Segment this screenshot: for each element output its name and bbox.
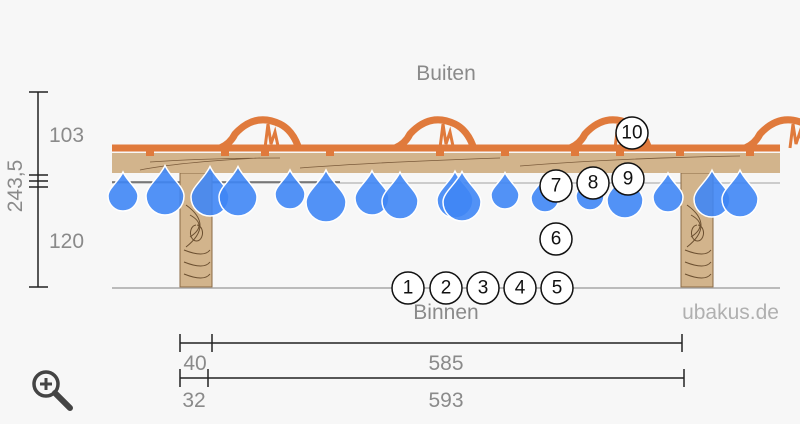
tile-nib bbox=[146, 148, 154, 156]
tile-nib bbox=[326, 148, 334, 156]
water-drop-icon bbox=[652, 171, 684, 213]
tile-ridge bbox=[743, 116, 800, 152]
layer-marker-9[interactable]: 9 bbox=[611, 162, 645, 196]
tile-nib bbox=[616, 148, 624, 156]
tile-lug bbox=[788, 123, 800, 149]
layer-marker-label: 9 bbox=[623, 169, 634, 190]
tile-lug bbox=[263, 123, 280, 149]
layer-marker-label: 5 bbox=[552, 278, 563, 299]
water-drop-icon bbox=[442, 169, 482, 222]
water-drop-icon bbox=[274, 168, 306, 210]
layer-marker-2[interactable]: 2 bbox=[429, 271, 463, 305]
horizontal-dimension-row1 bbox=[179, 334, 683, 352]
water-drop-icon bbox=[354, 169, 390, 216]
outside-label: Buiten bbox=[416, 62, 476, 85]
tile-nib bbox=[501, 148, 509, 156]
layer-marker-3[interactable]: 3 bbox=[466, 271, 500, 305]
zoom-in-icon[interactable] bbox=[32, 370, 73, 411]
watermark: ubakus.de bbox=[682, 301, 779, 324]
inside-label: Binnen bbox=[413, 301, 478, 324]
layer-markers: 1 2 3 4 5 6 7 8 9 10 bbox=[391, 116, 649, 305]
tile-nib bbox=[221, 148, 229, 156]
water-drop-icon bbox=[305, 168, 347, 223]
water-drop-icon bbox=[721, 168, 759, 218]
layer-marker-label: 6 bbox=[551, 229, 562, 250]
spacing-label: 585 bbox=[428, 352, 463, 375]
layer-marker-1[interactable]: 1 bbox=[391, 271, 425, 305]
tile-nib bbox=[746, 148, 754, 156]
layer-marker-label: 3 bbox=[478, 278, 489, 299]
layer-marker-5[interactable]: 5 bbox=[540, 271, 574, 305]
water-drop-icon bbox=[145, 163, 185, 216]
layer-marker-8[interactable]: 8 bbox=[576, 166, 610, 200]
horizontal-dimension-row2 bbox=[179, 369, 685, 387]
tile-nib bbox=[571, 148, 579, 156]
moisture-drops bbox=[107, 163, 759, 223]
wood-board bbox=[112, 153, 780, 173]
tile-nib bbox=[261, 148, 269, 156]
tile-nib bbox=[676, 148, 684, 156]
layer-marker-label: 7 bbox=[551, 176, 562, 197]
layer-marker-label: 1 bbox=[403, 278, 414, 299]
lower-thickness-label: 120 bbox=[49, 230, 84, 253]
tile-lug bbox=[438, 123, 455, 149]
layer-marker-10[interactable]: 10 bbox=[615, 116, 649, 150]
water-drop-icon bbox=[381, 170, 419, 220]
layer-marker-7[interactable]: 7 bbox=[539, 169, 573, 203]
rafter-width-label: 40 bbox=[183, 352, 206, 375]
water-drop-icon bbox=[490, 170, 520, 210]
roof-tiles bbox=[112, 116, 800, 156]
layer-marker-label: 10 bbox=[621, 123, 642, 144]
tile-nib bbox=[436, 148, 444, 156]
layer-marker-label: 2 bbox=[441, 278, 452, 299]
water-drop-icon bbox=[218, 164, 258, 217]
layer-marker-label: 4 bbox=[515, 278, 526, 299]
tile-ridge bbox=[218, 116, 302, 152]
layer-marker-4[interactable]: 4 bbox=[503, 271, 537, 305]
upper-thickness-label: 103 bbox=[49, 124, 84, 147]
batten-spacing-label: 593 bbox=[428, 389, 463, 412]
layer-marker-6[interactable]: 6 bbox=[539, 222, 573, 256]
tile-ridge bbox=[393, 116, 477, 152]
layer-marker-label: 8 bbox=[588, 173, 599, 194]
vertical-dimension bbox=[29, 91, 48, 288]
batten-width-label: 32 bbox=[182, 389, 205, 412]
total-thickness-label: 243,5 bbox=[4, 160, 27, 213]
water-drop-icon bbox=[107, 170, 139, 212]
